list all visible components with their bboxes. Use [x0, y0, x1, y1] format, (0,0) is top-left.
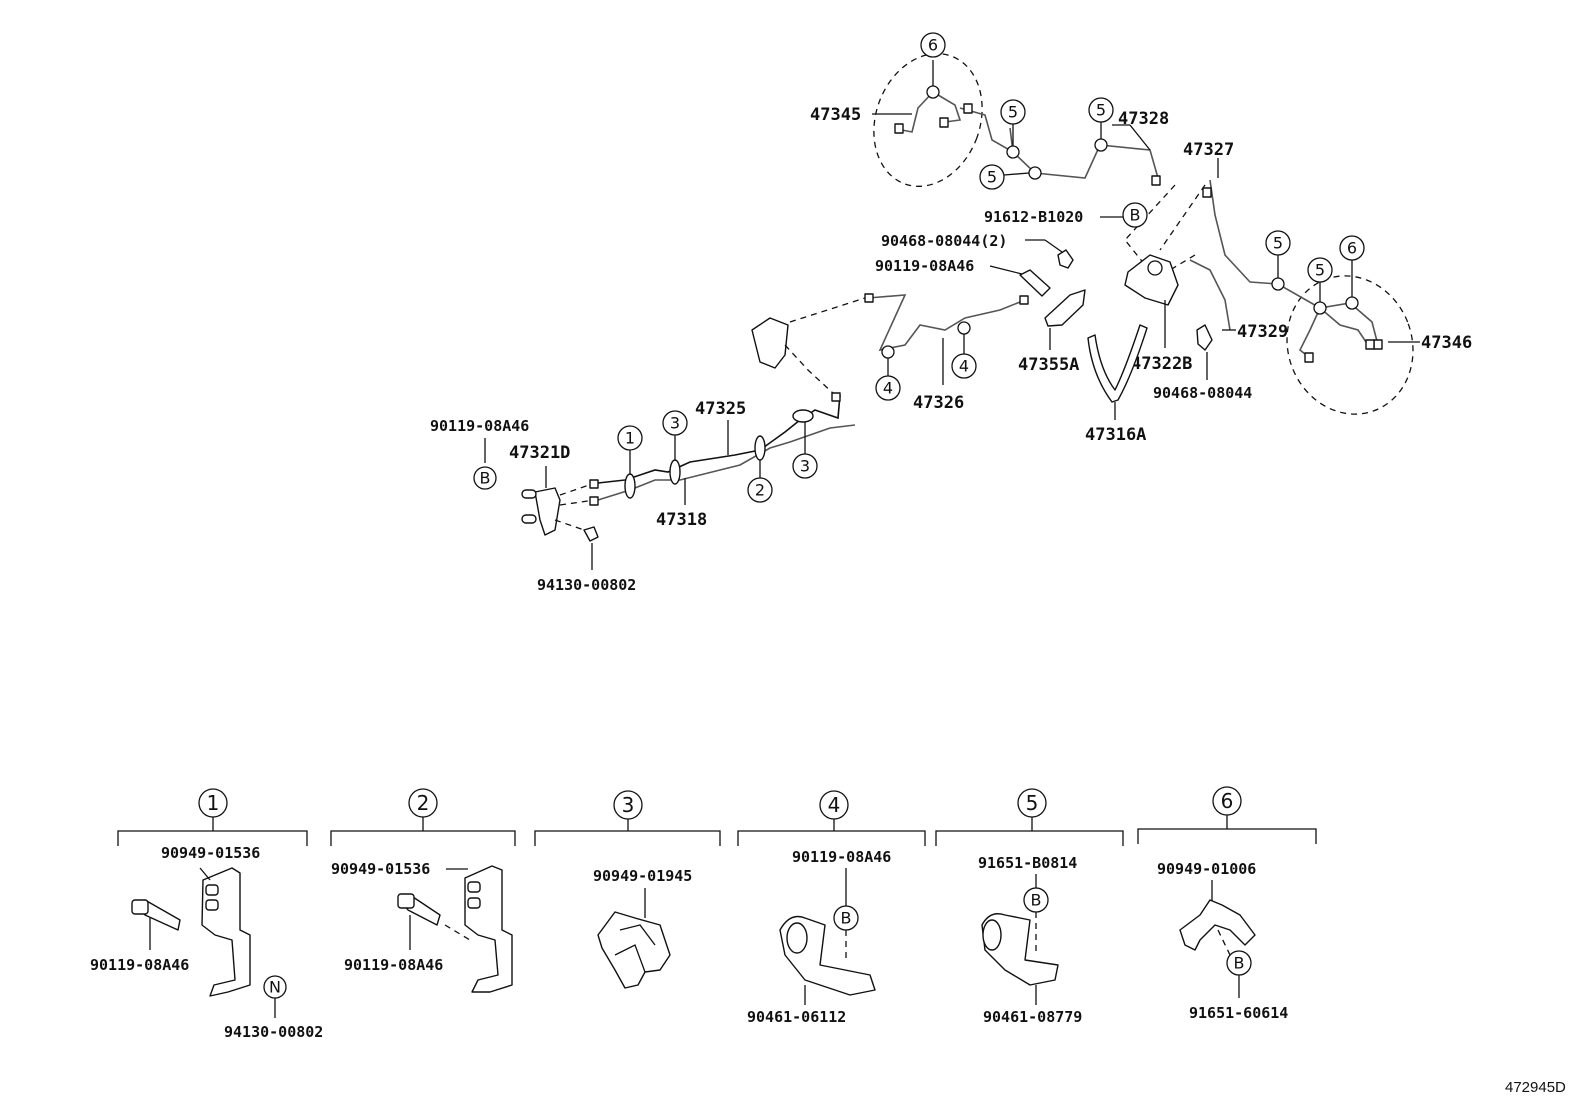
label-94130-00802-top: 94130-00802: [537, 576, 636, 594]
label-47346: 47346: [1421, 333, 1472, 353]
group-4-part-90119-08a46: 90119-08A46: [792, 848, 891, 866]
callout-6-label: 6: [928, 36, 938, 55]
svg-text:6: 6: [1347, 239, 1357, 258]
group-1-part-90949-01536: 90949-01536: [161, 844, 260, 862]
callout-5-b: [979, 164, 1005, 190]
svg-text:3: 3: [800, 457, 810, 476]
svg-text:5: 5: [1096, 101, 1106, 120]
label-47355a: 47355A: [1018, 355, 1079, 375]
clamp-group-4: 4 90119-08A46 B 90461-06112: [737, 790, 926, 1026]
group-2-part-90949-01536: 90949-01536: [331, 860, 430, 878]
figure-reference: 472945D: [1505, 1079, 1566, 1096]
group-6-part-91651-60614: 91651-60614: [1189, 1004, 1288, 1022]
svg-text:B: B: [1031, 891, 1042, 910]
clamp-group-6: 6 90949-01006 B 91651-60614: [1137, 786, 1317, 1022]
svg-text:2: 2: [417, 791, 430, 815]
svg-text:2: 2: [755, 481, 765, 500]
svg-text:5: 5: [1008, 103, 1018, 122]
clamp-group-2: 2 90949-01536 90119-08A46: [330, 788, 516, 993]
tube-47326-area: 4 4 47326: [751, 293, 1029, 413]
front-right-brake-assembly: 5 5 6 47346 47327 47329: [1183, 140, 1472, 415]
svg-text:5: 5: [987, 168, 997, 187]
label-47345: 47345: [810, 105, 861, 125]
svg-text:1: 1: [625, 429, 635, 448]
svg-text:5: 5: [1026, 791, 1039, 815]
svg-text:6: 6: [1221, 789, 1234, 813]
left-tube-area: 1 3 2 3 47325 47318 47321D 94130-00802 9…: [430, 392, 856, 594]
clamp-group-3: 3 90949-01945: [534, 790, 721, 989]
svg-text:1: 1: [207, 791, 220, 815]
label-47321d: 47321D: [509, 443, 570, 463]
label-91612-b1020: 91612-B1020: [984, 208, 1083, 226]
svg-text:3: 3: [670, 414, 680, 433]
label-47322b: 47322B: [1131, 354, 1192, 374]
label-47327: 47327: [1183, 140, 1234, 160]
center-junction-area: 47322B 90468-08044 47316A 47355A 90119-0…: [875, 184, 1252, 445]
svg-text:B: B: [480, 469, 491, 488]
group-1-part-94130-00802: 94130-00802: [224, 1023, 323, 1041]
front-left-brake-assembly: 6 5 5 5 47345 47328: [810, 32, 1169, 190]
group-4-part-90461-06112: 90461-06112: [747, 1008, 846, 1026]
label-47329: 47329: [1237, 322, 1288, 342]
group-2-part-90119-08a46: 90119-08A46: [344, 956, 443, 974]
callout-b-left: [473, 466, 497, 490]
svg-text:4: 4: [883, 379, 893, 398]
clamp-group-5: 5 91651-B0814 B 90461-08779: [935, 788, 1124, 1026]
group-6-part-90949-01006: 90949-01006: [1157, 860, 1256, 878]
clamp-group-1: 1 90949-01536 90119-08A46 N 94130-00802: [90, 788, 323, 1041]
label-90119-08a46-left: 90119-08A46: [430, 417, 529, 435]
group-5-part-91651-b0814: 91651-B0814: [978, 854, 1077, 872]
callout-6-top-left: [920, 32, 946, 58]
svg-text:4: 4: [959, 357, 969, 376]
svg-text:N: N: [269, 978, 281, 997]
svg-text:4: 4: [828, 793, 841, 817]
svg-text:B: B: [1130, 206, 1141, 225]
label-47325: 47325: [695, 399, 746, 419]
svg-text:3: 3: [622, 793, 635, 817]
svg-text:5: 5: [1315, 261, 1325, 280]
callout-b-91612: [1122, 202, 1148, 228]
svg-text:B: B: [1234, 954, 1245, 973]
svg-text:5: 5: [1273, 234, 1283, 253]
label-90468-08044-2: 90468-08044(2): [881, 232, 1007, 250]
label-47316a: 47316A: [1085, 425, 1146, 445]
label-47328: 47328: [1118, 109, 1169, 129]
label-90468-08044: 90468-08044: [1153, 384, 1252, 402]
label-47326: 47326: [913, 393, 964, 413]
group-5-part-90461-08779: 90461-08779: [983, 1008, 1082, 1026]
group-3-part-90949-01945: 90949-01945: [593, 867, 692, 885]
label-90119-08a46-top: 90119-08A46: [875, 257, 974, 275]
label-47318: 47318: [656, 510, 707, 530]
group-1-part-90119-08a46: 90119-08A46: [90, 956, 189, 974]
svg-text:B: B: [841, 909, 852, 928]
